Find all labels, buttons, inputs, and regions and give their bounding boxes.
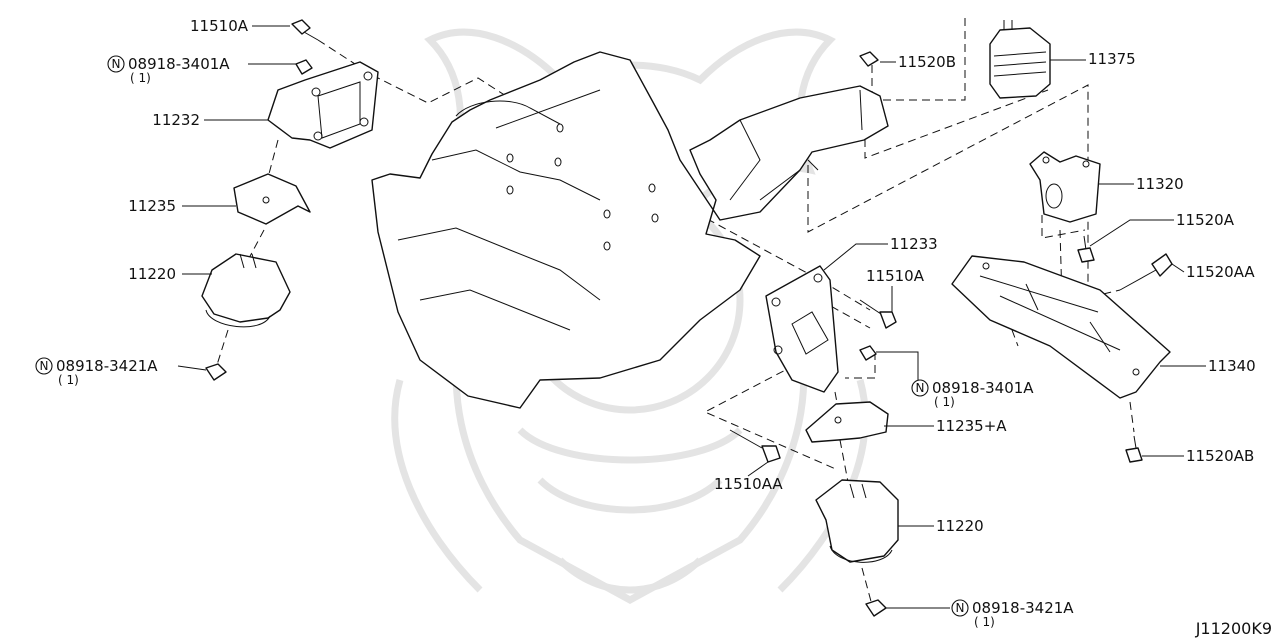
svg-text:N: N bbox=[956, 601, 965, 615]
dynamic-damper-11375-drawing bbox=[989, 20, 1051, 99]
label-11520AA: 11520AA bbox=[1186, 263, 1255, 281]
label-11320: 11320 bbox=[1136, 175, 1184, 193]
mount-11220-left-drawing bbox=[201, 253, 291, 328]
label-11220-right: 11220 bbox=[936, 517, 984, 535]
svg-text:N: N bbox=[40, 359, 49, 373]
label-08918-3401A-right: 08918-3401A bbox=[932, 379, 1034, 397]
nut-08918-3421A-left-drawing bbox=[205, 363, 227, 381]
bolt-11520AA-drawing bbox=[1119, 253, 1173, 291]
svg-text:N: N bbox=[112, 57, 121, 71]
nut-08918-3401A-right-drawing bbox=[859, 345, 877, 361]
n-markers: N N N N bbox=[35, 55, 969, 617]
bolt-11520AB-drawing bbox=[1125, 435, 1143, 463]
label-11235A: 11235+A bbox=[936, 417, 1007, 435]
svg-text:N: N bbox=[916, 381, 925, 395]
label-11510A-right: 11510A bbox=[866, 267, 925, 285]
label-08918-3401A-right-qty: ( 1) bbox=[934, 395, 955, 409]
callout-labels: 11510A 08918-3401A ( 1) 11232 11235 1122… bbox=[56, 17, 1272, 638]
bolt-11520A-drawing bbox=[1077, 235, 1095, 263]
member-11340-drawing bbox=[951, 255, 1171, 399]
rear-mount-11320-drawing bbox=[1029, 151, 1101, 223]
bolt-11510AA-drawing bbox=[729, 429, 781, 463]
nut-08918-3401A-left-drawing bbox=[295, 59, 313, 75]
label-11520B: 11520B bbox=[898, 53, 956, 71]
label-11520AB: 11520AB bbox=[1186, 447, 1254, 465]
diagram-code: J11200K9 bbox=[1195, 619, 1272, 638]
engine-transmission-assembly bbox=[371, 51, 889, 409]
label-08918-3421A-left-qty: ( 1) bbox=[58, 373, 79, 387]
label-11510A-top: 11510A bbox=[190, 17, 249, 35]
label-11375: 11375 bbox=[1088, 50, 1136, 68]
bracket-11232-drawing bbox=[267, 61, 379, 149]
label-08918-3421A-left: 08918-3421A bbox=[56, 357, 158, 375]
label-11510AA: 11510AA bbox=[714, 475, 783, 493]
label-08918-3401A-left-qty: ( 1) bbox=[130, 71, 151, 85]
mount-11220-right-drawing bbox=[815, 479, 899, 563]
insulator-11235A-drawing bbox=[805, 401, 889, 443]
label-08918-3421A-right-qty: ( 1) bbox=[974, 615, 995, 629]
bolt-11510A-top-drawing bbox=[291, 19, 319, 41]
nut-11520B-drawing bbox=[859, 51, 879, 67]
label-11233: 11233 bbox=[890, 235, 938, 253]
label-08918-3421A-right: 08918-3421A bbox=[972, 599, 1074, 617]
bracket-11233-drawing bbox=[765, 265, 839, 393]
leader-lines bbox=[177, 25, 1206, 609]
label-11520A: 11520A bbox=[1176, 211, 1235, 229]
insulator-11235-drawing bbox=[233, 173, 311, 225]
label-11232: 11232 bbox=[152, 111, 200, 129]
bolt-11510A-right-drawing bbox=[859, 299, 897, 329]
label-11340: 11340 bbox=[1208, 357, 1256, 375]
label-11220-left: 11220 bbox=[128, 265, 176, 283]
nut-08918-3421A-right-drawing bbox=[865, 599, 887, 617]
label-08918-3401A-left: 08918-3401A bbox=[128, 55, 230, 73]
label-11235: 11235 bbox=[128, 197, 176, 215]
